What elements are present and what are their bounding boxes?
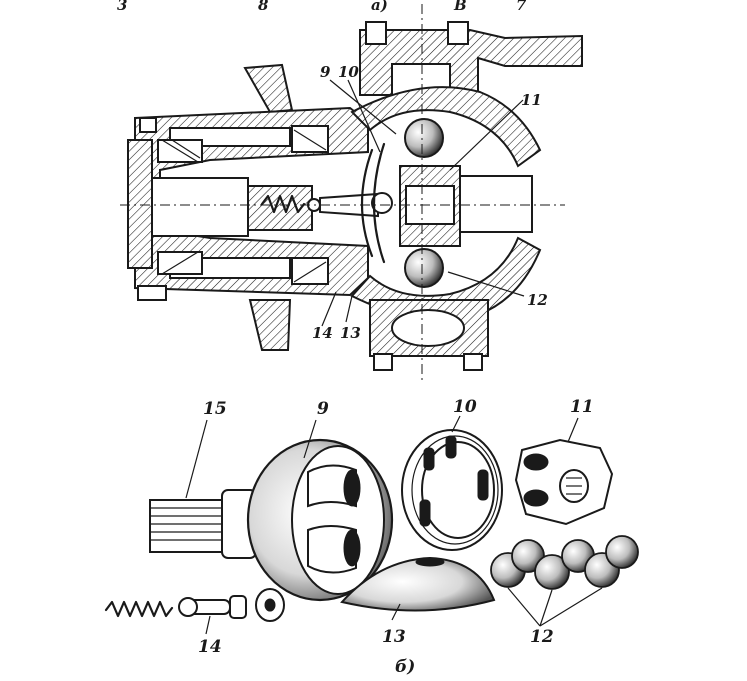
outer-sphere-housing (350, 86, 542, 168)
cropped-label-8: 8 (258, 0, 269, 14)
end-bolt-bottom (137, 285, 167, 301)
cropped-label-3: 3 (117, 0, 127, 14)
bearing-upper-right (291, 125, 329, 153)
view-label-b: б) (395, 657, 415, 677)
centering-ball (371, 192, 393, 214)
view-label-a: а) (371, 0, 388, 14)
centering-dome (340, 556, 496, 612)
inner-race-part (514, 438, 614, 526)
label-14-top: 14 (312, 324, 333, 342)
shaft-inner (247, 185, 313, 231)
dome-top (415, 557, 445, 567)
bearing-lower-left (157, 251, 203, 275)
flange-bottom (248, 299, 292, 351)
top-bolt-right (447, 21, 469, 45)
splined-shaft (149, 489, 257, 559)
label-13-top: 13 (340, 324, 361, 342)
end-bolt-top (139, 117, 157, 133)
cropped-label-7: 7 (516, 0, 527, 14)
end-cap (127, 139, 153, 269)
ball-cage (401, 429, 503, 551)
label-11-bottom: 11 (570, 397, 594, 417)
label-10-top: 10 (338, 63, 359, 81)
ball-lower (404, 248, 444, 288)
ball-grooves (307, 464, 361, 574)
label-10-bottom: 10 (453, 397, 477, 417)
bearing-lower-right (291, 257, 329, 285)
balls (490, 535, 639, 590)
label-15: 15 (203, 399, 227, 419)
cage-arc-2 (372, 142, 386, 264)
lower-bearing (391, 309, 465, 347)
label-12-bottom: 12 (530, 627, 554, 647)
label-13-bottom: 13 (382, 627, 406, 647)
lower-bolt-left (373, 353, 393, 371)
label-9-top: 9 (320, 63, 331, 81)
cage-arc (360, 148, 374, 258)
shaft-bore (151, 177, 249, 237)
section-view-a: 3 8 а) В 7 9 10 11 12 14 13 (117, 0, 583, 380)
output-shaft (459, 175, 533, 233)
cropped-label-v: В (453, 0, 467, 14)
label-14-bottom: 14 (198, 637, 222, 657)
flange-top (243, 63, 294, 114)
label-12-top: 12 (527, 291, 548, 309)
lower-bolt-right (463, 353, 483, 371)
exploded-view-b: 15 9 10 11 12 13 14 б) (104, 397, 639, 677)
bearing-upper-left (157, 139, 203, 163)
label-9-bottom: 9 (317, 399, 329, 419)
spring (260, 194, 306, 214)
ball-upper (404, 118, 444, 158)
spring-pin-set (104, 588, 285, 622)
label-11-top: 11 (521, 91, 542, 109)
top-bolt-left (365, 21, 387, 45)
